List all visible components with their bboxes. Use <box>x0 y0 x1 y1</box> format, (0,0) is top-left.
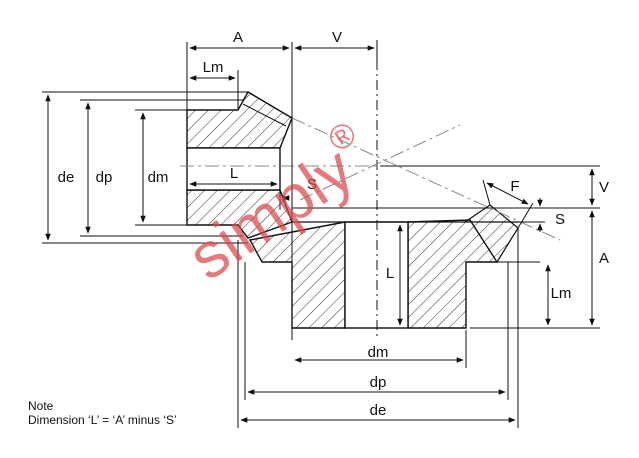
note-title: Note <box>28 399 54 413</box>
label-pinion-V: V <box>332 29 342 46</box>
label-gear-S: S <box>555 211 565 228</box>
label-pinion-dm: dm <box>148 169 169 186</box>
label-gear-dm: dm <box>368 344 389 361</box>
label-pinion-S: S <box>307 176 317 193</box>
label-gear-de: de <box>370 402 387 419</box>
label-pinion-Lm: Lm <box>203 59 224 76</box>
label-gear-Lm: Lm <box>551 285 572 302</box>
label-gear-L: L <box>386 265 394 282</box>
label-gear-dp: dp <box>370 374 387 391</box>
note-text: Dimension ‘L’ = ‘A’ minus ‘S’ <box>28 413 177 427</box>
gear-tooth-right <box>464 204 519 263</box>
note: Note Dimension ‘L’ = ‘A’ minus ‘S’ <box>28 399 177 427</box>
label-pinion-L: L <box>230 165 238 182</box>
dimension-lines <box>42 42 600 428</box>
label-gear-V: V <box>599 179 609 196</box>
dimension-labels: A V Lm de dp dm L S F V S A L Lm dm dp d… <box>58 29 609 419</box>
label-pinion-dp: dp <box>96 169 113 186</box>
label-gear-A: A <box>599 250 609 267</box>
label-gear-F: F <box>510 178 519 195</box>
label-pinion-de: de <box>58 169 75 186</box>
label-pinion-A: A <box>233 29 243 46</box>
